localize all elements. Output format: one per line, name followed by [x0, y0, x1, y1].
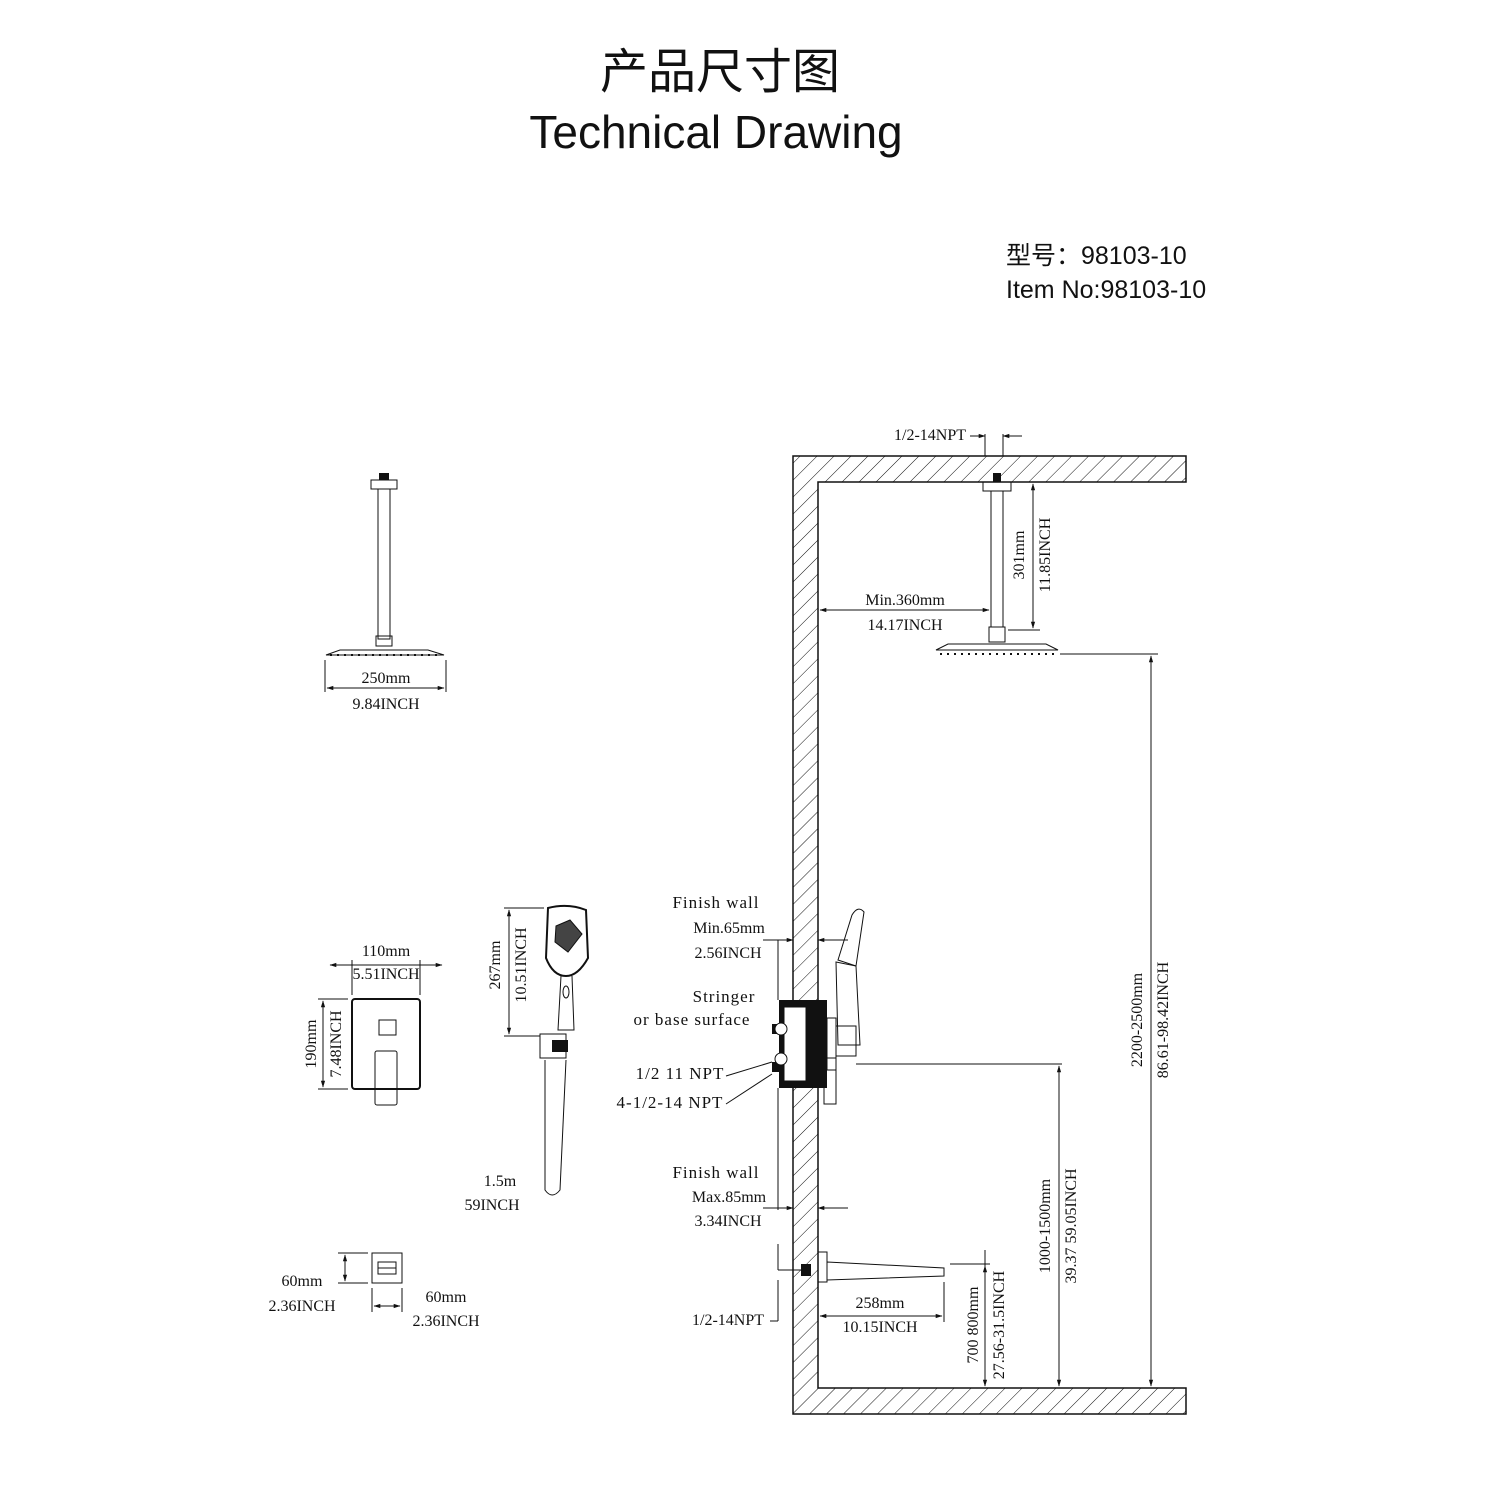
valve-thread-2: 4-1/2-14 NPT: [617, 1093, 724, 1112]
wall-outlet-part: 60mm 2.36INCH 60mm 2.36INCH: [268, 1252, 480, 1330]
spout-height-inch: 27.56-31.5INCH: [991, 1270, 1008, 1379]
valve-trim-plate-part: 110mm 5.51INCH 190mm 7.48INCH: [303, 943, 443, 1106]
arm-drop-inch: 11.85INCH: [1037, 517, 1054, 592]
spout-length-inch: 10.15INCH: [842, 1319, 918, 1336]
hand-shower-length-inch: 10.51INCH: [513, 927, 530, 1003]
valve-thread-1: 1/2 11 NPT: [636, 1064, 725, 1083]
valve-plate-width-mm: 110mm: [362, 943, 411, 960]
finish-wall-max-inch: 3.34INCH: [694, 1213, 762, 1230]
valve-plate-height-mm: 190mm: [303, 1019, 320, 1068]
outlet-height-mm: 60mm: [282, 1273, 323, 1290]
arm-drop-mm: 301mm: [1011, 530, 1028, 579]
finish-wall-max-label: Finish wall: [672, 1163, 759, 1182]
hose-length-inch: 59INCH: [464, 1197, 520, 1214]
rain-head-width-mm: 250mm: [362, 670, 411, 687]
finish-wall-min-inch: 2.56INCH: [694, 945, 762, 962]
installed-tub-spout: 1/2-14NPT 258mm 10.15INCH 700 800mm 27.5…: [692, 1244, 1008, 1387]
title-chinese: 产品尺寸图: [600, 44, 840, 100]
wall-section: [792, 455, 1187, 1415]
rain-shower-head-part: 250mm 9.84INCH: [324, 473, 447, 713]
header: 产品尺寸图 Technical Drawing 型号：98103-10 Item…: [529, 44, 1206, 304]
top-thread-label: 1/2-14NPT: [894, 427, 966, 444]
finish-wall-min-label: Finish wall: [672, 893, 759, 912]
installed-valve: Finish wall Min.65mm 2.56INCH Stringer o…: [617, 893, 1062, 1230]
min-clearance-inch: 14.17INCH: [867, 617, 943, 634]
spout-height-mm: 700 800mm: [965, 1286, 982, 1363]
outlet-width-mm: 60mm: [426, 1289, 467, 1306]
item-number-english: Item No:98103-10: [1006, 276, 1206, 304]
spout-length-mm: 258mm: [856, 1295, 905, 1312]
finish-wall-max-mm: Max.85mm: [692, 1189, 767, 1206]
rain-head-width-inch: 9.84INCH: [352, 696, 420, 713]
finish-wall-min-mm: Min.65mm: [693, 920, 765, 937]
outlet-width-inch: 2.36INCH: [412, 1313, 480, 1330]
valve-plate-height-inch: 7.48INCH: [328, 1010, 345, 1078]
stringer-line-1: Stringer: [693, 987, 756, 1006]
height-dimensions: 2200-2500mm 86.61-98.42INCH 1000-1500mm …: [1037, 653, 1172, 1387]
hand-shower-length-mm: 267mm: [487, 940, 504, 989]
min-clearance-mm: Min.360mm: [865, 592, 945, 609]
outlet-height-inch: 2.36INCH: [268, 1298, 336, 1315]
item-number-chinese: 型号：98103-10: [1006, 242, 1187, 270]
stringer-line-2: or base surface: [634, 1010, 751, 1029]
spout-thread-label: 1/2-14NPT: [692, 1312, 764, 1329]
valve-height-mm: 1000-1500mm: [1037, 1178, 1054, 1273]
head-height-mm: 2200-2500mm: [1129, 972, 1146, 1067]
title-english: Technical Drawing: [529, 106, 902, 158]
valve-height-inch: 39.37 59.05INCH: [1063, 1168, 1080, 1284]
hose-length-m: 1.5m: [484, 1173, 517, 1190]
installed-rain-head: 1/2-14NPT 301mm 11.85INCH Min.360mm 14.1…: [819, 427, 1059, 655]
head-height-inch: 86.61-98.42INCH: [1155, 961, 1172, 1078]
valve-plate-width-inch: 5.51INCH: [352, 966, 420, 983]
hand-shower-part: 267mm 10.51INCH 1.5m 59INCH: [464, 904, 590, 1214]
